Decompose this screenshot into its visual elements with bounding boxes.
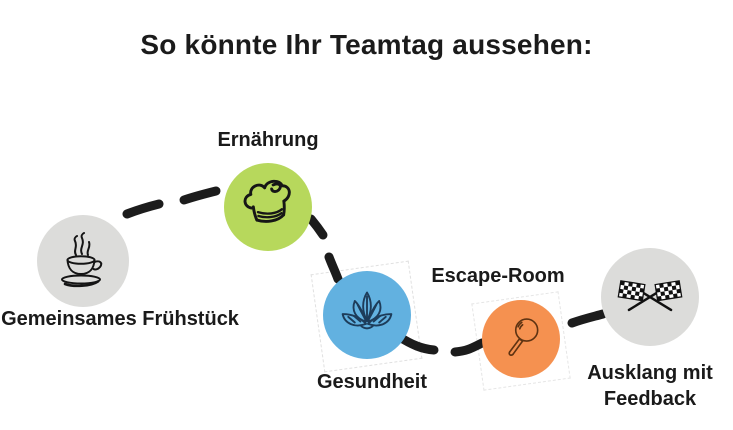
step-label-gesundheit: Gesundheit (316, 371, 427, 393)
step-label-fruehstueck: Gemeinsames Frühstück (1, 308, 239, 330)
finish-flags-icon (617, 280, 683, 312)
coffee-cup-icon (61, 232, 103, 288)
page-title: So könnte Ihr Teamtag aussehen: (140, 29, 593, 60)
magnifier-icon (508, 318, 539, 356)
step-label-escape-room: Escape-Room (431, 265, 565, 287)
step-label-ausklang: Ausklang mit Feedback (587, 362, 713, 411)
step-label-ernaehrung: Ernährung (217, 129, 319, 151)
chef-hat-icon (243, 179, 291, 223)
step-circle-ausklang (601, 248, 699, 346)
lotus-icon (341, 291, 393, 330)
step-circle-gesundheit (323, 271, 411, 359)
step-circle-fruehstueck (37, 215, 129, 307)
step-circle-ernaehrung (224, 163, 312, 251)
step-circle-escape-room (482, 300, 560, 378)
